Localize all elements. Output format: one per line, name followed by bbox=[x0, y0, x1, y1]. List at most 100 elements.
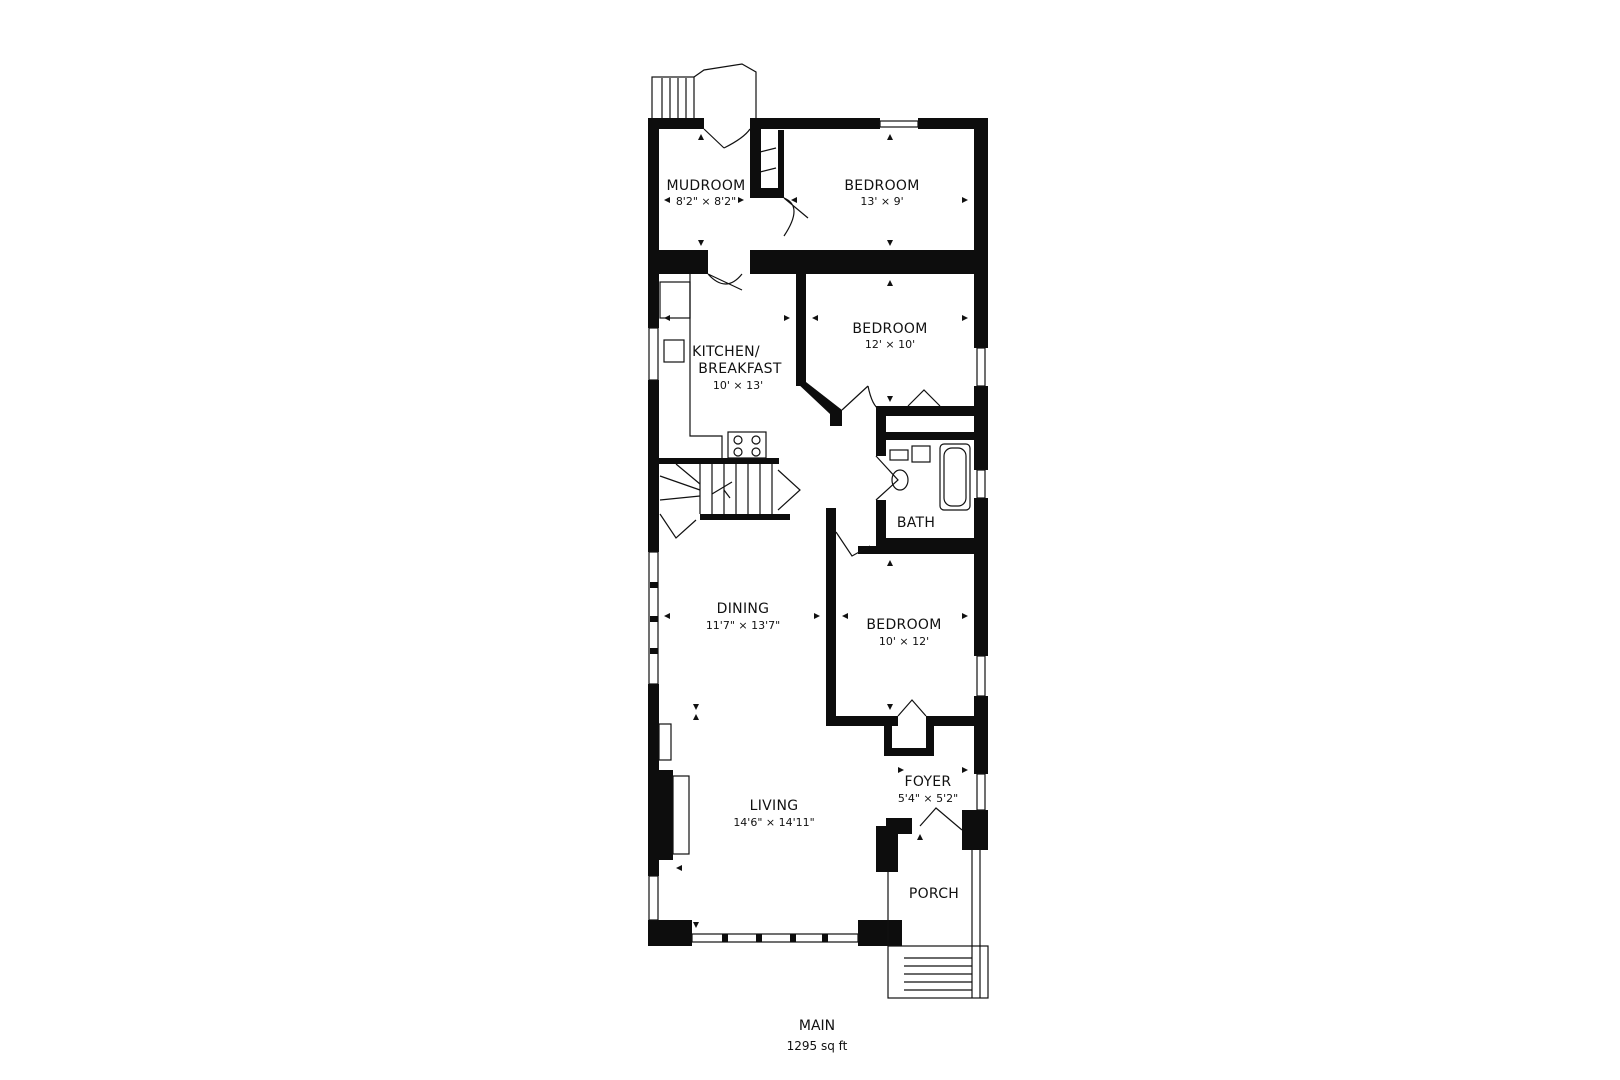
wall-bedlow-bottom-a bbox=[826, 716, 898, 726]
wall-bedlow-bottom-b bbox=[926, 716, 988, 726]
window-bottom bbox=[691, 933, 859, 943]
window-mullion-2 bbox=[650, 616, 658, 622]
room-foyer-name: FOYER bbox=[905, 774, 952, 790]
door-foyer-closet bbox=[897, 699, 927, 717]
wall-kit-bed-diag bbox=[796, 382, 842, 426]
toilet-icon bbox=[891, 469, 909, 491]
window-mullion-5 bbox=[756, 934, 762, 942]
room-bedroom-low-name: BEDROOM bbox=[866, 617, 941, 633]
room-kitchen-name-1: KITCHEN/ bbox=[692, 344, 760, 360]
door-bedroom-mid bbox=[841, 385, 881, 411]
room-living-name: LIVING bbox=[750, 798, 799, 814]
fireplace bbox=[659, 770, 673, 860]
window-mullion-4 bbox=[722, 934, 728, 942]
windows bbox=[648, 120, 986, 943]
floor-caption: MAIN 1295 sq ft bbox=[787, 1018, 848, 1053]
room-bedroom-mid-dims: 12' × 10' bbox=[865, 338, 915, 351]
wall-right-2 bbox=[974, 386, 988, 470]
wall-kit-bed bbox=[796, 274, 806, 386]
walls bbox=[648, 118, 988, 946]
room-bedroom-low-dims: 10' × 12' bbox=[879, 635, 929, 648]
room-kitchen-dims: 10' × 13' bbox=[713, 379, 763, 392]
room-bath-name: BATH bbox=[897, 515, 935, 531]
wall-top-3 bbox=[918, 118, 988, 129]
door-bedroom-low bbox=[835, 531, 871, 557]
sink-icon bbox=[663, 339, 685, 363]
stove-icon bbox=[727, 431, 767, 459]
wall-top-2 bbox=[750, 118, 880, 129]
window-right-2 bbox=[976, 469, 986, 499]
wall-bedlow-left bbox=[826, 508, 836, 724]
window-left-1 bbox=[648, 327, 659, 381]
wall-left-3 bbox=[648, 684, 659, 876]
stairs bbox=[659, 463, 773, 514]
room-bedroom-top-dims: 13' × 9' bbox=[860, 195, 903, 208]
wall-right-3 bbox=[974, 498, 988, 656]
door-stair-bottom bbox=[659, 513, 697, 539]
wall-foyer-closet-l bbox=[884, 716, 892, 756]
wall-right-4 bbox=[974, 696, 988, 774]
porch-steps bbox=[887, 945, 989, 999]
wall-right-1 bbox=[974, 118, 988, 348]
wall-row1-b bbox=[750, 250, 988, 274]
room-dining-name: DINING bbox=[717, 601, 770, 617]
wall-stair-top bbox=[659, 458, 779, 464]
room-mudroom-dims: 8'2" × 8'2" bbox=[676, 195, 736, 208]
room-dining-dims: 11'7" × 13'7" bbox=[706, 619, 780, 632]
wall-foyer-closet-r bbox=[926, 716, 934, 756]
floor-area: 1295 sq ft bbox=[787, 1039, 848, 1053]
dimension-markers bbox=[664, 134, 968, 928]
window-mullion-3 bbox=[650, 648, 658, 654]
door-closet-mid bbox=[907, 389, 941, 407]
door-front bbox=[919, 807, 963, 831]
bath-sink-icon bbox=[911, 445, 931, 463]
wall-left-1 bbox=[648, 118, 659, 328]
window-right-3 bbox=[976, 655, 986, 697]
wall-bath-top bbox=[876, 432, 988, 440]
wall-mud-bed bbox=[750, 118, 761, 198]
wall-row1-a bbox=[648, 250, 708, 274]
wall-mud-closet-2 bbox=[778, 130, 784, 198]
fireplace-hearth bbox=[672, 775, 690, 855]
door-bedroom-top bbox=[783, 197, 809, 237]
room-porch-name: PORCH bbox=[909, 886, 959, 902]
wall-top-1 bbox=[648, 118, 704, 129]
wall-left-2 bbox=[648, 380, 659, 552]
door-mudroom-exterior bbox=[703, 128, 751, 149]
window-top bbox=[879, 120, 919, 128]
doors bbox=[659, 128, 963, 831]
wall-porch-l bbox=[876, 826, 898, 872]
wall-bottom-1 bbox=[858, 920, 902, 946]
floor-name: MAIN bbox=[799, 1018, 835, 1034]
wall-mud-closet bbox=[750, 188, 778, 198]
wall-stair-bottom bbox=[700, 514, 790, 520]
window-left-3 bbox=[648, 875, 659, 921]
wall-left-4 bbox=[648, 920, 692, 946]
wall-bedmid-bottom bbox=[880, 406, 988, 416]
door-mudroom-kitchen bbox=[707, 273, 743, 291]
room-living-dims: 14'6" × 14'11" bbox=[733, 816, 814, 829]
wall-right-5 bbox=[962, 810, 988, 850]
room-bedroom-mid-name: BEDROOM bbox=[852, 321, 927, 337]
room-foyer-dims: 5'4" × 5'2" bbox=[898, 792, 958, 805]
wall-porch-top-l bbox=[886, 818, 912, 834]
door-stair-right bbox=[777, 469, 801, 511]
window-right-1 bbox=[976, 347, 986, 387]
room-mudroom-name: MUDROOM bbox=[666, 178, 745, 194]
room-labels: MUDROOM 8'2" × 8'2" BEDROOM 13' × 9' KIT… bbox=[666, 178, 959, 902]
wall-bath-left-bot bbox=[876, 500, 886, 546]
wall-bath-left-top bbox=[876, 406, 886, 456]
door-bath bbox=[875, 455, 899, 501]
window-right-4 bbox=[976, 773, 986, 811]
window-mullion-1 bbox=[650, 582, 658, 588]
window-mullion-6 bbox=[790, 934, 796, 942]
wall-foyer-closet-b bbox=[884, 748, 934, 756]
wall-bedlow-top bbox=[858, 546, 988, 554]
kitchen-counter bbox=[689, 274, 723, 458]
window-mullion-7 bbox=[822, 934, 828, 942]
fridge bbox=[659, 281, 691, 319]
room-bedroom-top-name: BEDROOM bbox=[844, 178, 919, 194]
fixtures bbox=[651, 63, 989, 999]
wall-bath-bottom bbox=[876, 538, 988, 546]
